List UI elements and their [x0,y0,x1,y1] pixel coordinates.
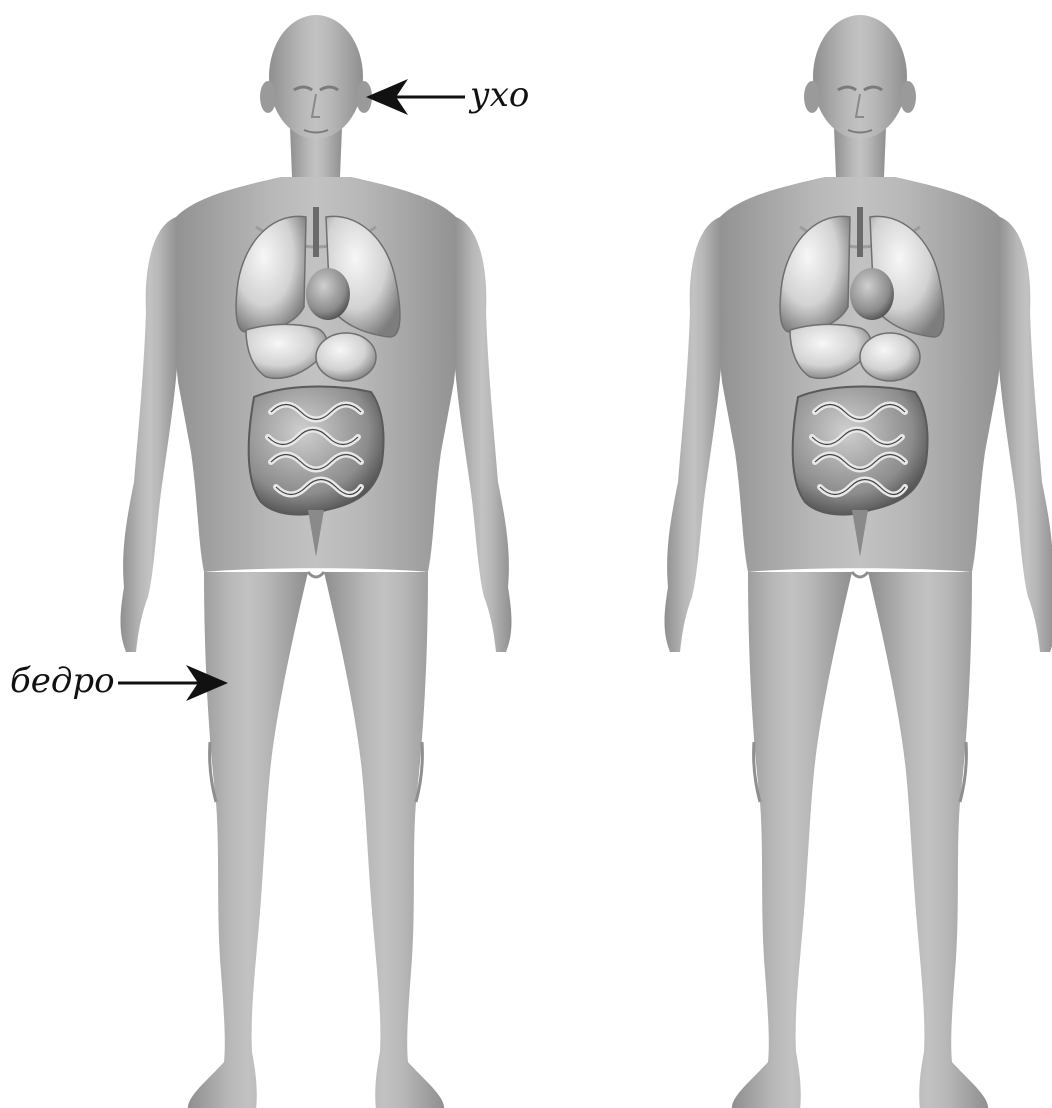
ear-label: ухо [470,78,529,112]
annotated-figure [121,15,512,1108]
blank-figure [665,15,1052,1108]
thigh-label: бедро [10,664,115,698]
